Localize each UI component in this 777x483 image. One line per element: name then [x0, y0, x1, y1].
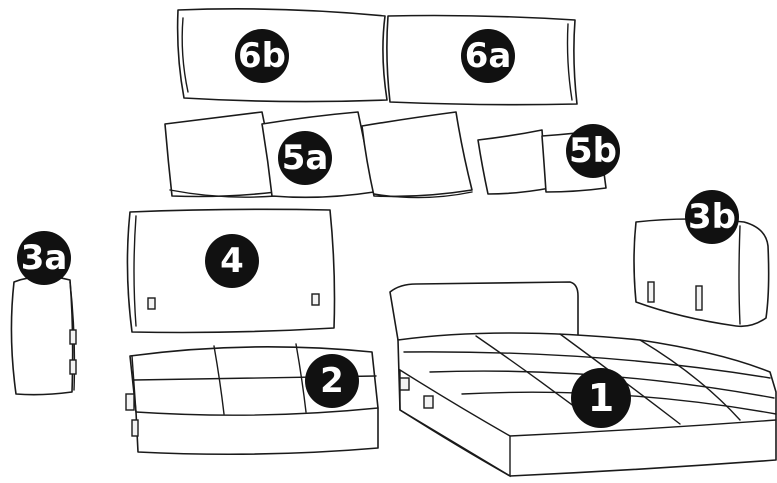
svg-text:5a: 5a — [282, 138, 329, 178]
pillow-5b-left — [478, 130, 550, 194]
svg-text:6b: 6b — [238, 36, 286, 76]
badge-4: 4 — [205, 234, 259, 288]
svg-text:5b: 5b — [569, 131, 617, 171]
side-armrest-3a — [11, 276, 76, 394]
badge-6a: 6a — [461, 29, 515, 83]
badge-6b: 6b — [235, 29, 289, 83]
svg-text:3b: 3b — [688, 197, 736, 237]
svg-text:3a: 3a — [21, 238, 68, 278]
pillow-5a-right — [362, 112, 472, 198]
badge-3b: 3b — [685, 190, 739, 244]
pillow-5a-left — [165, 112, 276, 197]
svg-text:2: 2 — [320, 361, 344, 401]
badge-2: 2 — [305, 354, 359, 408]
badge-3a: 3a — [17, 231, 71, 285]
svg-text:4: 4 — [220, 241, 244, 281]
svg-text:6a: 6a — [465, 36, 512, 76]
badge-1: 1 — [571, 368, 631, 428]
badge-5a: 5a — [278, 131, 332, 185]
svg-text:1: 1 — [588, 376, 614, 420]
badge-5b: 5b — [566, 124, 620, 178]
